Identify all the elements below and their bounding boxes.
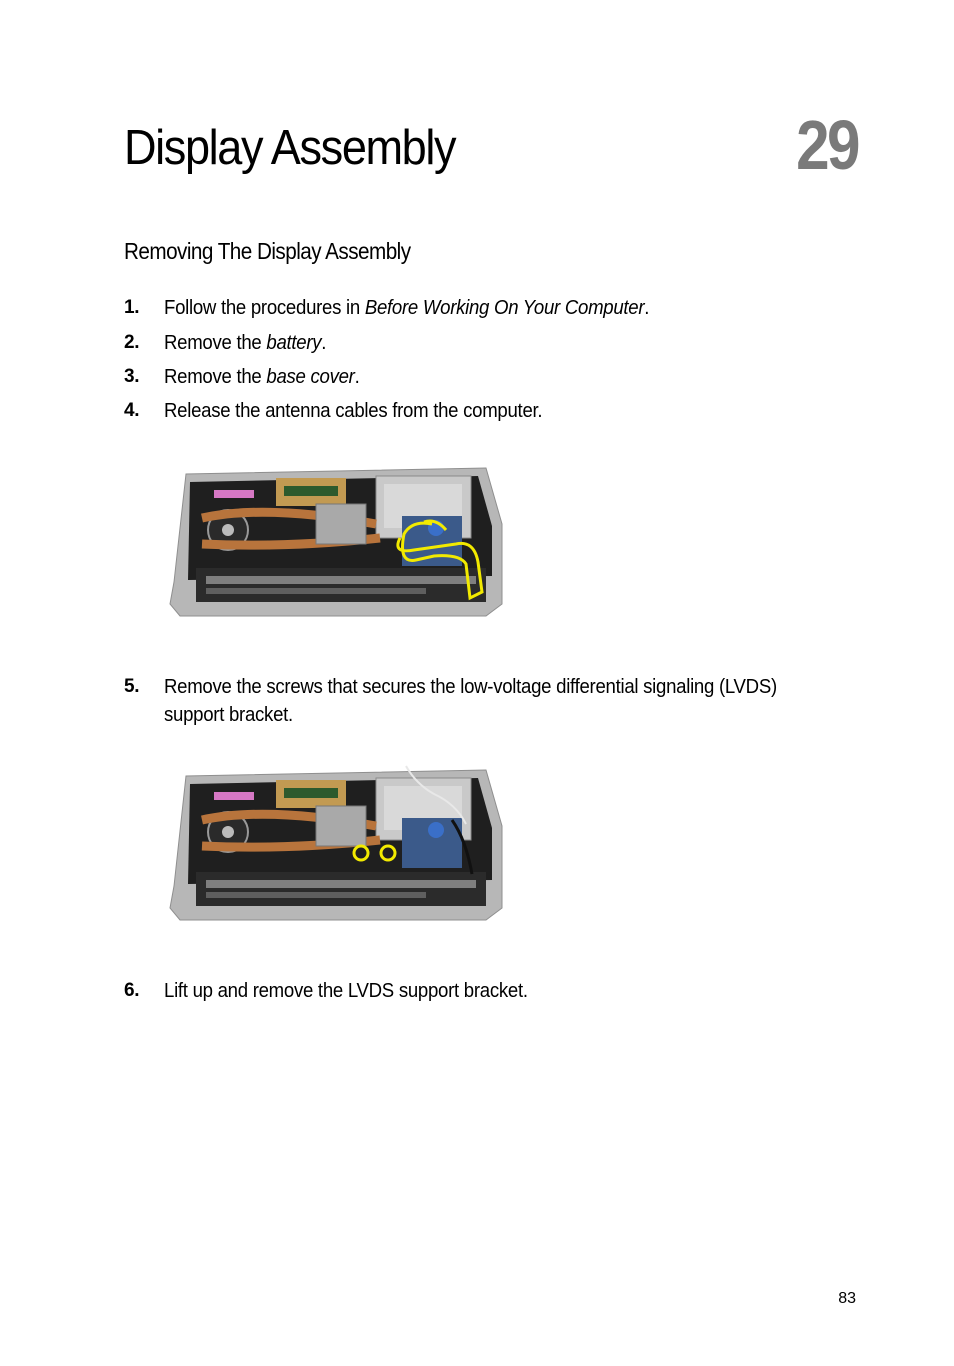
step-number: 2.: [124, 332, 140, 353]
chapter-number: 29: [796, 106, 860, 184]
step-number: 5.: [124, 676, 140, 697]
step-text: Release the antenna cables from the comp…: [164, 400, 543, 422]
figure-antenna-cables: [169, 467, 503, 617]
step-text: Remove the battery.: [164, 332, 327, 354]
step-number: 6.: [124, 980, 140, 1001]
link-before-working[interactable]: Before Working On Your Computer: [364, 297, 645, 319]
page-number: 83: [838, 1290, 856, 1307]
section-heading: Removing The Display Assembly: [124, 238, 411, 264]
step-text: Remove the base cover.: [164, 366, 360, 388]
step-number: 3.: [124, 366, 140, 387]
link-battery[interactable]: battery: [266, 332, 322, 354]
step-number: 1.: [124, 297, 140, 318]
link-base-cover[interactable]: base cover: [266, 366, 355, 388]
step-number: 4.: [124, 400, 140, 421]
step-text: Follow the procedures in Before Working …: [164, 297, 650, 319]
step-text: Lift up and remove the LVDS support brac…: [164, 980, 528, 1002]
step-text: Remove the screws that secures the low-v…: [164, 676, 777, 726]
chapter-title: Display Assembly: [124, 121, 457, 175]
figure-lvds-screws: [169, 765, 503, 921]
